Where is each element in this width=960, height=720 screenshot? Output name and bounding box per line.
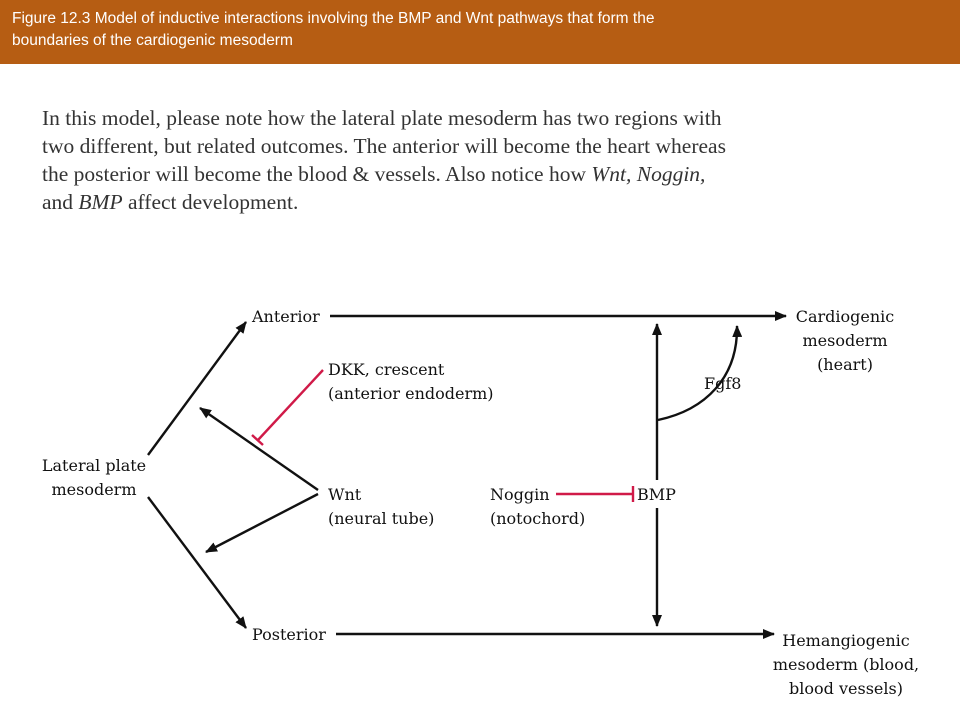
intro-line-3-text: the posterior will become the blood & ve… [42,162,592,186]
label-dkk-1: DKK, crescent [328,360,445,379]
intro-line-2: two different, but related outcomes. The… [42,134,726,158]
label-noggin-1: Noggin [490,485,550,504]
intro-paragraph: In this model, please note how the later… [42,104,922,216]
intro-line-3: the posterior will become the blood & ve… [42,160,922,188]
label-bmp: BMP [637,485,676,504]
inhibit-dkk-bar [251,434,264,446]
label-cardiogenic-1: Cardiogenic [796,307,895,326]
label-lateral-plate-1: Lateral plate [42,456,146,475]
label-wnt-2: (neural tube) [328,509,434,528]
intro-bmp: BMP [78,190,123,214]
intro-line-1: In this model, please note how the later… [42,106,722,130]
arrow-wnt-lower [205,492,319,554]
caption-line-1: Figure 12.3 Model of inductive interacti… [12,10,655,27]
label-wnt-1: Wnt [328,485,362,504]
label-lateral-plate-2: mesoderm [51,480,136,499]
label-cardiogenic-3: (heart) [817,355,873,374]
label-posterior: Posterior [252,625,326,644]
label-cardiogenic-2: mesoderm [802,331,887,350]
caption-line-2: boundaries of the cardiogenic mesoderm [12,32,293,49]
intro-and: and [42,190,79,214]
label-fgf8: Fgf8 [704,374,741,393]
arrow-fgf8 [657,325,743,422]
intro-line-4: and BMP affect development. [42,188,922,216]
label-hemangiogenic-1: Hemangiogenic [782,631,910,650]
label-noggin-2: (notochord) [490,509,585,528]
label-hemangiogenic-2: mesoderm (blood, [773,655,919,674]
figure-caption-bar: Figure 12.3 Model of inductive interacti… [0,0,960,64]
intro-line-4-rest: affect development. [122,190,299,214]
arrow-wnt-upper [199,407,319,491]
intro-wnt-noggin: Wnt, Noggin, [591,162,706,186]
arrow-lateral-to-posterior [147,496,247,629]
label-anterior: Anterior [251,307,320,326]
inhibit-dkk-wnt [257,369,324,441]
label-dkk-2: (anterior endoderm) [328,384,494,403]
label-hemangiogenic-3: blood vessels) [789,679,903,698]
arrow-lateral-to-anterior [147,321,247,456]
